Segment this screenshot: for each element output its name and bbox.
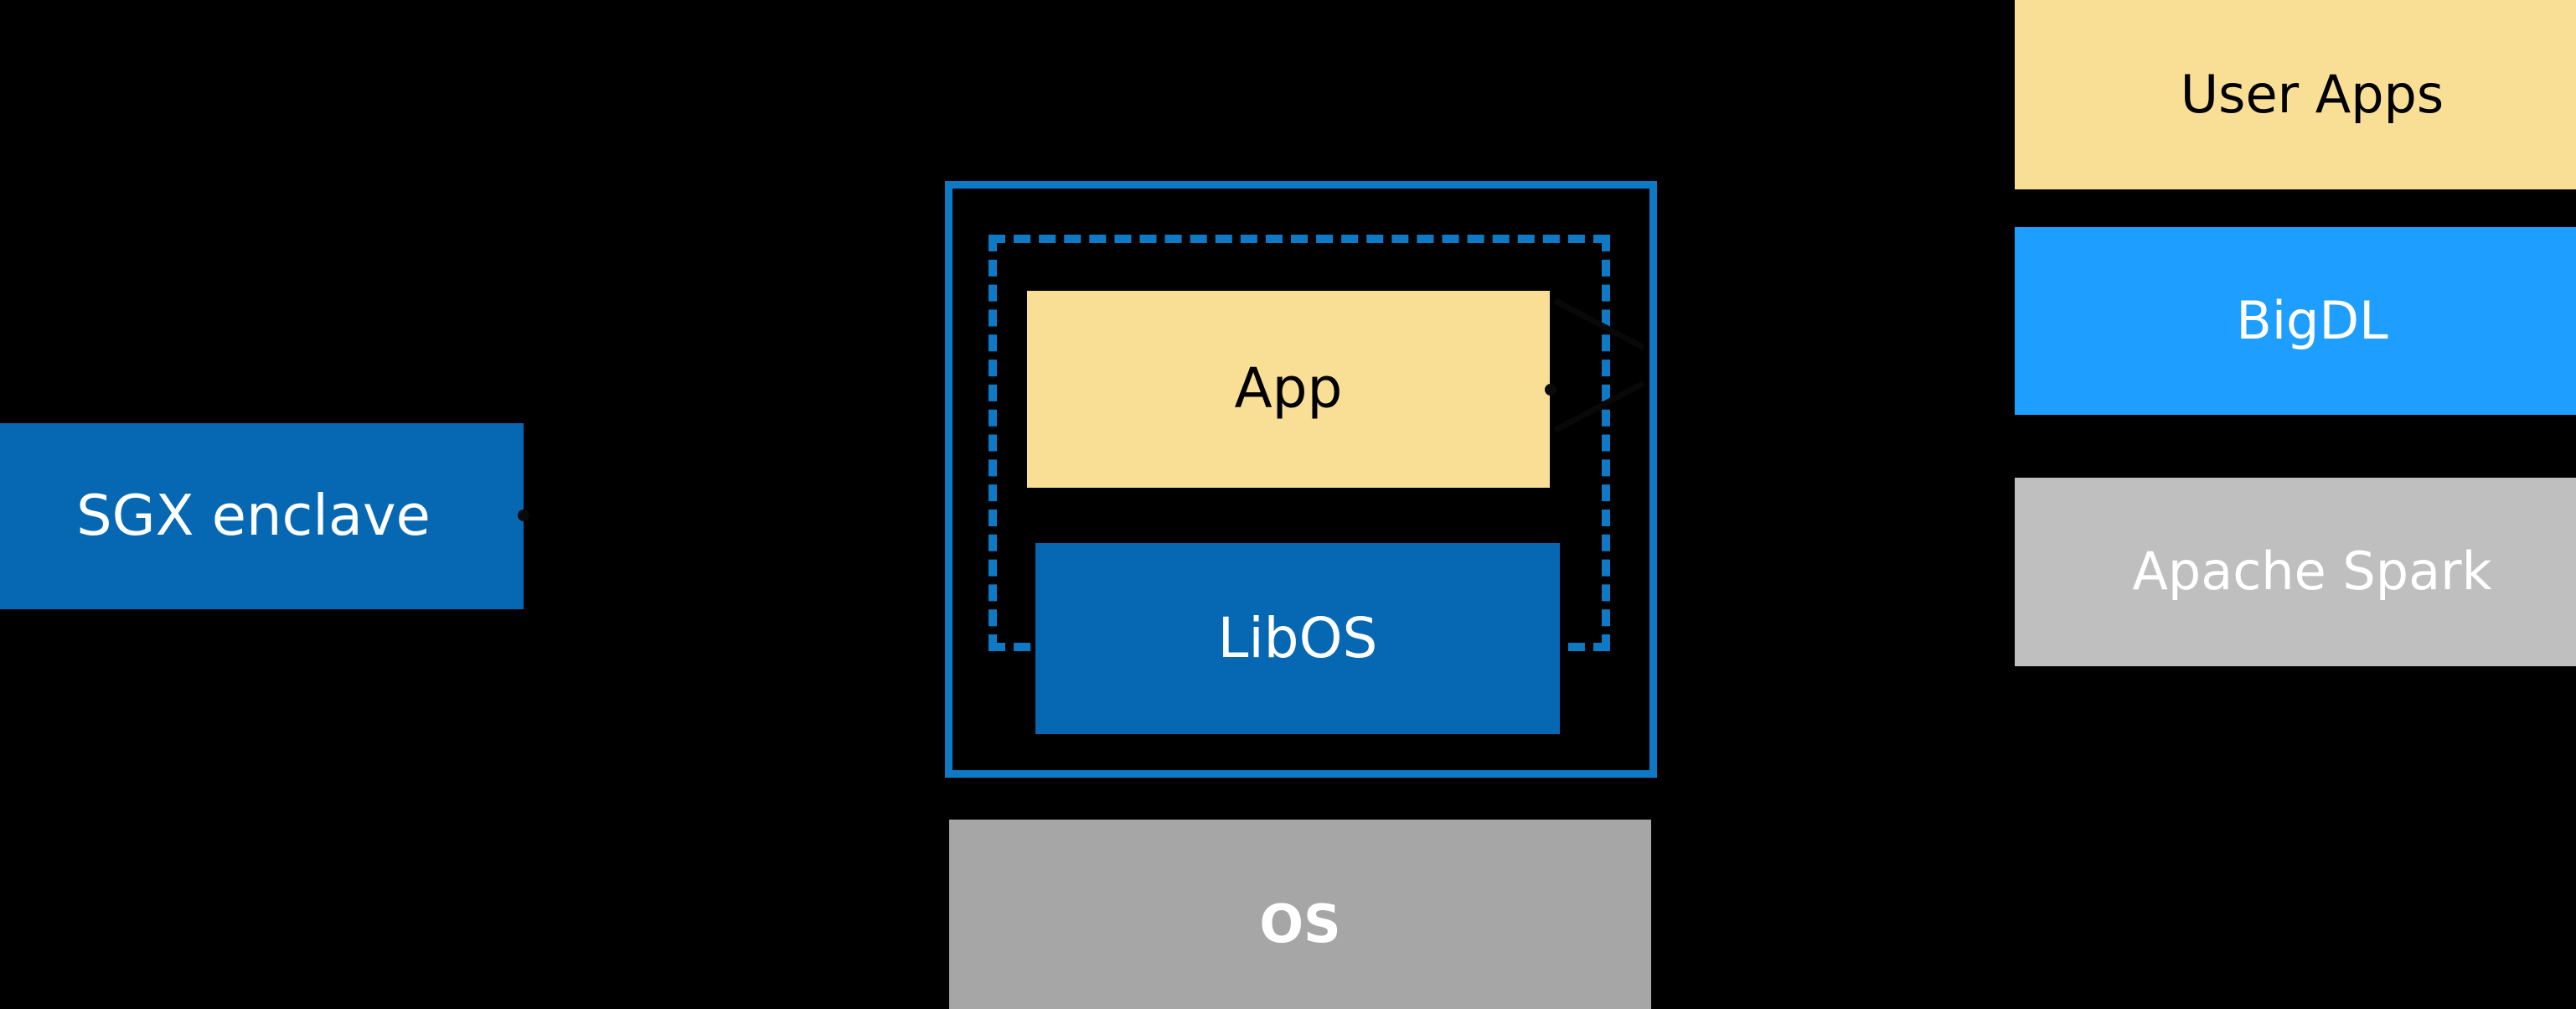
user-apps-box: User Apps	[2015, 0, 2576, 189]
os-box: OS	[949, 820, 1651, 1009]
bigdl-box: BigDL	[2015, 227, 2576, 415]
app-connector-arrowhead-icon	[1545, 384, 1556, 396]
app-box: App	[1027, 291, 1550, 488]
enclave-boundary-frame	[945, 181, 1657, 778]
sgx-enclave-box: SGX enclave	[0, 423, 524, 609]
sgx-connector-arrowhead-icon	[518, 510, 529, 521]
apache-spark-box: Apache Spark	[2015, 478, 2576, 666]
libos-box: LibOS	[1035, 543, 1560, 734]
